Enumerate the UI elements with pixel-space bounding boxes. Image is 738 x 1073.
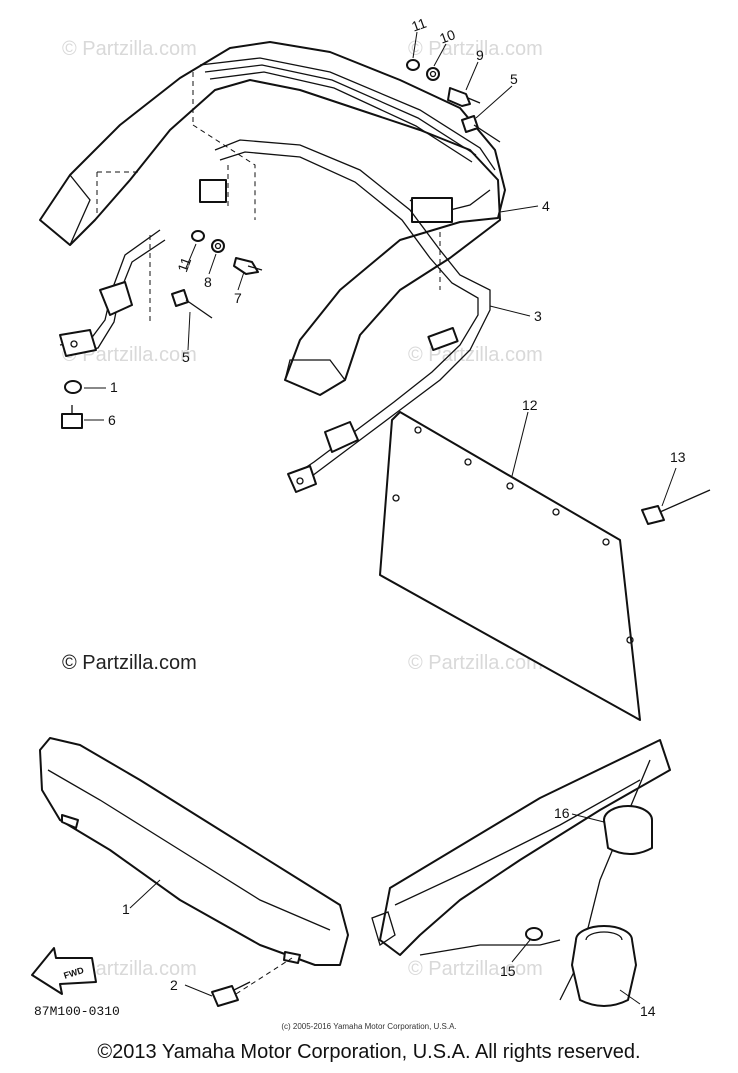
callout-3: 3: [534, 308, 542, 324]
watermark: © Partzilla.com: [408, 38, 543, 60]
watermark: © Partzilla.com: [408, 652, 543, 674]
watermark: © Partzilla.com: [62, 38, 197, 60]
callout-1: 1: [110, 379, 118, 395]
small-copyright: (c) 2005-2016 Yamaha Motor Corporation, …: [281, 1022, 457, 1031]
callout-4: 4: [542, 198, 550, 214]
callout-15: 15: [500, 963, 516, 979]
callout-5: 5: [510, 71, 518, 87]
leader-lines: [84, 31, 677, 1005]
left-mount-bracket: [59, 179, 227, 357]
watermark: © Partzilla.com: [62, 652, 197, 674]
callout-5: 5: [182, 349, 190, 365]
callout-2: 2: [170, 977, 178, 993]
callout-1: 1: [122, 901, 130, 917]
reference-lines: [96, 72, 441, 325]
watermark: © Partzilla.com: [408, 344, 543, 366]
callout-11: 11: [409, 15, 428, 35]
callout-9: 9: [476, 47, 484, 63]
callout-11: 11: [174, 255, 194, 274]
callout-8: 8: [204, 274, 212, 290]
rear-frame: [371, 739, 671, 1007]
hardware: [61, 59, 711, 1007]
callouts: 11 10 9 5 4 3 12 13 11 8 7 5 1 6 16 1 15…: [108, 15, 686, 1019]
watermark: © Partzilla.com: [408, 958, 543, 980]
callout-7: 7: [234, 290, 242, 306]
part-3-bracket: [214, 139, 491, 493]
callout-6: 6: [108, 412, 116, 428]
callout-14: 14: [640, 1003, 656, 1019]
part-1-bumper: [39, 737, 349, 966]
diagram-code: 87M100-0310: [34, 1004, 120, 1019]
part-12-flap: [379, 411, 641, 721]
part-4-carrier: [39, 41, 506, 396]
callout-10: 10: [437, 26, 457, 46]
callout-12: 12: [522, 397, 538, 413]
callout-13: 13: [670, 449, 686, 465]
fwd-arrow: FWD: [31, 947, 97, 995]
copyright-notice: ©2013 Yamaha Motor Corporation, U.S.A. A…: [97, 1041, 641, 1063]
callout-16: 16: [554, 805, 570, 821]
